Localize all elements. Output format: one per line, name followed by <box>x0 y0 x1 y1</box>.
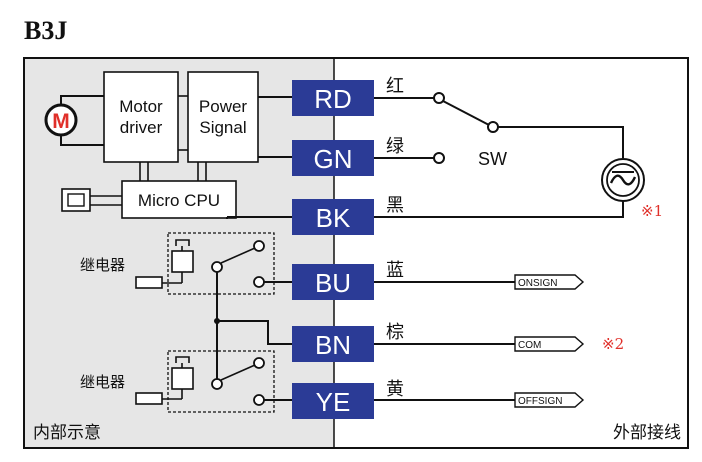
relay-2-common <box>211 378 223 390</box>
note-1: ※1 <box>641 202 663 220</box>
terminal-bn: BN <box>292 326 374 362</box>
switch-label: SW <box>478 149 507 169</box>
signal-com-label: COM <box>518 340 541 351</box>
relay-1-label: 继电器 <box>80 257 125 274</box>
relay-1-coil <box>171 250 194 273</box>
wire-name-red: 红 <box>386 76 404 97</box>
micro-cpu-block <box>121 180 237 219</box>
terminal-gn-code: GN <box>314 144 353 174</box>
motor-wire-top <box>60 95 104 105</box>
signal-com-tag <box>514 336 585 352</box>
relay-2-actuator <box>175 356 190 363</box>
power-signal-label-line1: Power <box>199 97 248 116</box>
relay-1-resistor <box>135 276 163 289</box>
switch-pivot <box>487 121 499 133</box>
motor-symbol: M <box>52 110 70 133</box>
relay-2-box <box>167 350 275 413</box>
wire-name-blue: 蓝 <box>386 260 404 281</box>
motor-driver-block <box>103 71 179 163</box>
terminal-ye-code: YE <box>316 387 351 417</box>
relay-2-resistor <box>135 392 163 405</box>
relay-2-label: 继电器 <box>80 374 125 391</box>
switch-contact-a <box>433 92 445 104</box>
wire-to-bn <box>217 320 292 345</box>
ext-wire-sw-to-source <box>498 126 624 158</box>
relay-2-no-contact <box>253 357 265 369</box>
diagram-title: B3J <box>24 16 67 45</box>
sensor-component-inner <box>67 193 85 207</box>
wire-name-black: 黑 <box>386 195 404 216</box>
relay-1-actuator <box>175 239 190 246</box>
terminal-bu: BU <box>292 264 374 300</box>
relay-2-arm <box>220 364 256 381</box>
relay-1-common <box>211 261 223 273</box>
signal-offsign-tag <box>514 392 585 408</box>
switch-contact-b <box>433 152 445 164</box>
terminal-rd: RD <box>292 80 374 116</box>
terminal-gn: GN <box>292 140 374 176</box>
ac-wave-icon <box>609 174 637 186</box>
terminal-bn-code: BN <box>315 330 351 360</box>
zone-label-internal: 内部示意 <box>33 423 101 443</box>
terminal-bk: BK <box>292 199 374 235</box>
relay-1-no-contact <box>253 240 265 252</box>
note-2: ※2 <box>602 335 624 353</box>
relay-1-nc-contact <box>253 276 265 288</box>
terminal-bk-code: BK <box>316 203 351 233</box>
wire-to-bk <box>227 216 292 218</box>
relay-2-nc-contact <box>253 394 265 406</box>
signal-onsign-label: ONSIGN <box>518 278 557 289</box>
ext-wire-bk <box>374 201 624 218</box>
micro-cpu-label: Micro CPU <box>138 191 220 210</box>
terminal-rd-code: RD <box>314 84 352 114</box>
terminal-bu-code: BU <box>315 268 351 298</box>
wire-name-yellow: 黄 <box>386 379 404 400</box>
diagram-frame <box>23 57 689 449</box>
motor-wire-bottom <box>60 135 104 146</box>
motor-driver-label-line1: Motor <box>119 97 163 116</box>
switch-arm <box>442 100 490 126</box>
relay-2-coil <box>171 367 194 390</box>
zone-label-external: 外部接线 <box>613 423 681 443</box>
wire-name-green: 绿 <box>386 136 404 157</box>
signal-onsign-tag <box>514 274 585 290</box>
motor-driver-label-line2: driver <box>120 118 163 137</box>
external-zone <box>334 58 688 448</box>
relay-1-arm <box>220 247 256 264</box>
wire-name-brown: 棕 <box>386 322 404 343</box>
terminal-ye: YE <box>292 383 374 419</box>
signal-offsign-label: OFFSIGN <box>518 396 562 407</box>
relay-1-box <box>167 232 275 295</box>
power-signal-label-line2: Signal <box>199 118 246 137</box>
power-signal-block <box>187 71 259 163</box>
